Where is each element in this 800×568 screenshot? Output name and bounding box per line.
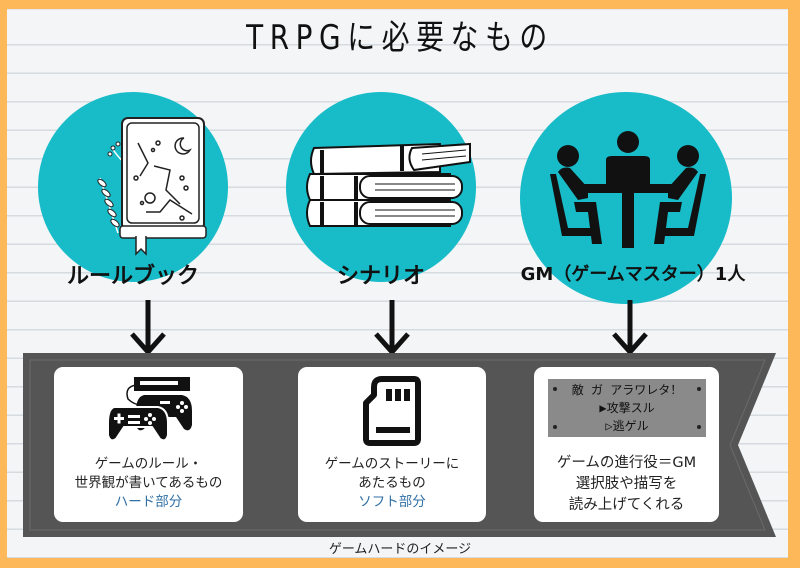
meeting-table-icon <box>550 131 706 248</box>
screen-text: ▷逃ゲル <box>605 419 649 433</box>
card-accent-text: ハード部分 <box>114 494 183 510</box>
game-controllers-icon <box>107 377 192 442</box>
card-text: ゲームのストーリーに <box>324 456 460 472</box>
rulebook-label: ルールブック <box>66 264 199 289</box>
card-text: 読み上げてくれる <box>568 497 685 513</box>
arrow-down-icon <box>130 300 166 356</box>
gm-label: GM（ゲームマスター）1人 <box>520 264 746 285</box>
card-accent-text: ソフト部分 <box>358 494 426 510</box>
card-text: あたるもの <box>358 475 426 491</box>
card-text: 世界観が書いてあるもの <box>74 475 223 491</box>
page-title: TRPGに必要なもの <box>246 18 554 58</box>
card-text: 選択肢や描写を <box>575 476 678 492</box>
scenario-card: ゲームのストーリーに あたるもの ソフト部分 <box>298 367 486 522</box>
screen-text: 敵 ガ アラワレタ！ <box>571 383 683 397</box>
sd-card-icon <box>363 376 421 446</box>
card-text: ゲームの進行役＝GM <box>556 455 697 471</box>
rpg-dialog-screen: 敵 ガ アラワレタ！ ▶攻撃スル ▷逃ゲル <box>548 379 706 437</box>
card-text: ゲームのルール・ <box>94 456 203 472</box>
rulebook-card: ゲームのルール・ 世界観が書いてあるもの ハード部分 <box>54 367 243 522</box>
arrow-down-icon <box>374 300 410 356</box>
stacked-books-icon <box>306 142 471 227</box>
arrow-down-icon <box>612 300 648 356</box>
gm-card: 敵 ガ アラワレタ！ ▶攻撃スル ▷逃ゲル ゲームの進行役＝GM 選択肢や描写を… <box>534 367 719 522</box>
rulebook-icon <box>97 117 207 256</box>
banner-caption: ゲームハードのイメージ <box>328 542 472 557</box>
screen-text: ▶攻撃スル <box>599 401 655 415</box>
scenario-label: シナリオ <box>336 264 425 289</box>
